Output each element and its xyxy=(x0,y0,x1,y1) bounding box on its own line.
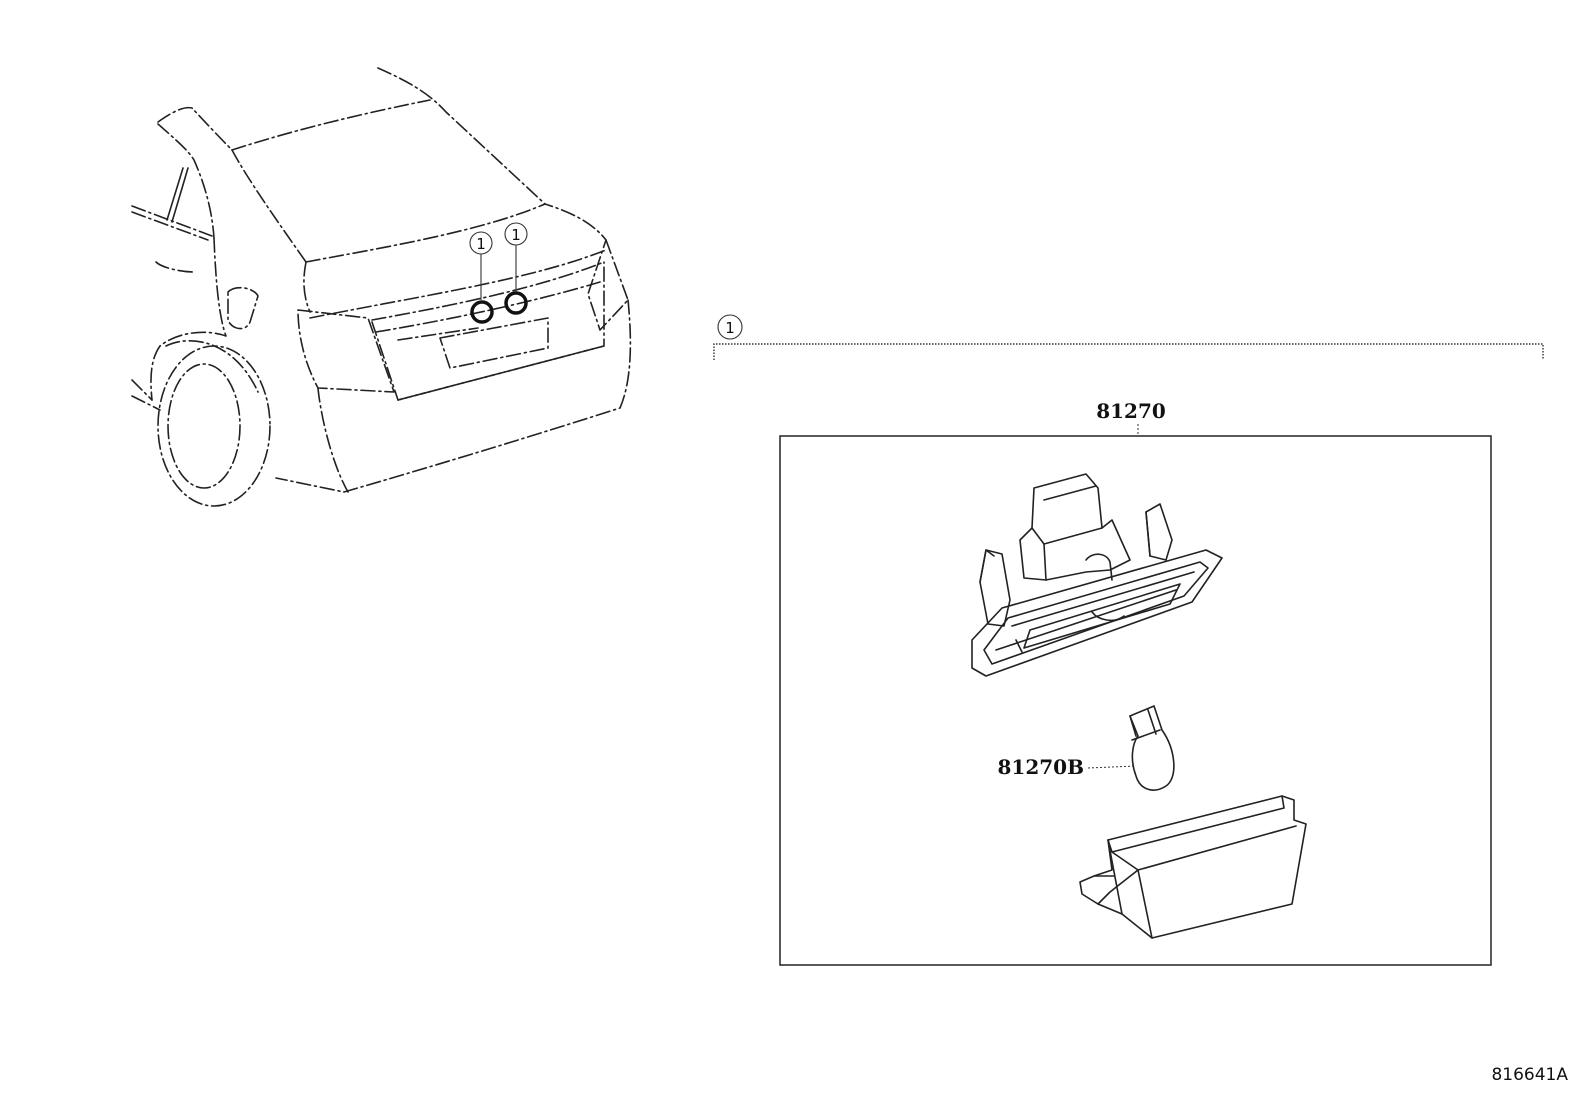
bulb xyxy=(1129,705,1175,791)
assembly-bracket xyxy=(713,343,1544,360)
svg-text:1: 1 xyxy=(511,226,521,244)
assembly-box xyxy=(779,435,1492,966)
license-lamp-location-left xyxy=(470,300,494,324)
lamp-housing xyxy=(971,473,1223,677)
svg-text:1: 1 xyxy=(476,235,486,253)
callout-1-right: 1 xyxy=(504,222,528,292)
part-number-81270B: 81270B xyxy=(998,755,1084,779)
license-lamp-location-right xyxy=(504,291,528,315)
diagram-reference-number: 816641A xyxy=(1491,1065,1568,1085)
lens-cover xyxy=(1079,795,1307,939)
leader-81270B xyxy=(1087,765,1137,769)
part-number-81270: 81270 xyxy=(1096,399,1166,423)
callout-1-left: 1 xyxy=(469,231,493,300)
assembly-callout: 1 xyxy=(717,314,743,340)
car-rear-illustration xyxy=(131,67,632,507)
svg-text:1: 1 xyxy=(725,319,735,337)
